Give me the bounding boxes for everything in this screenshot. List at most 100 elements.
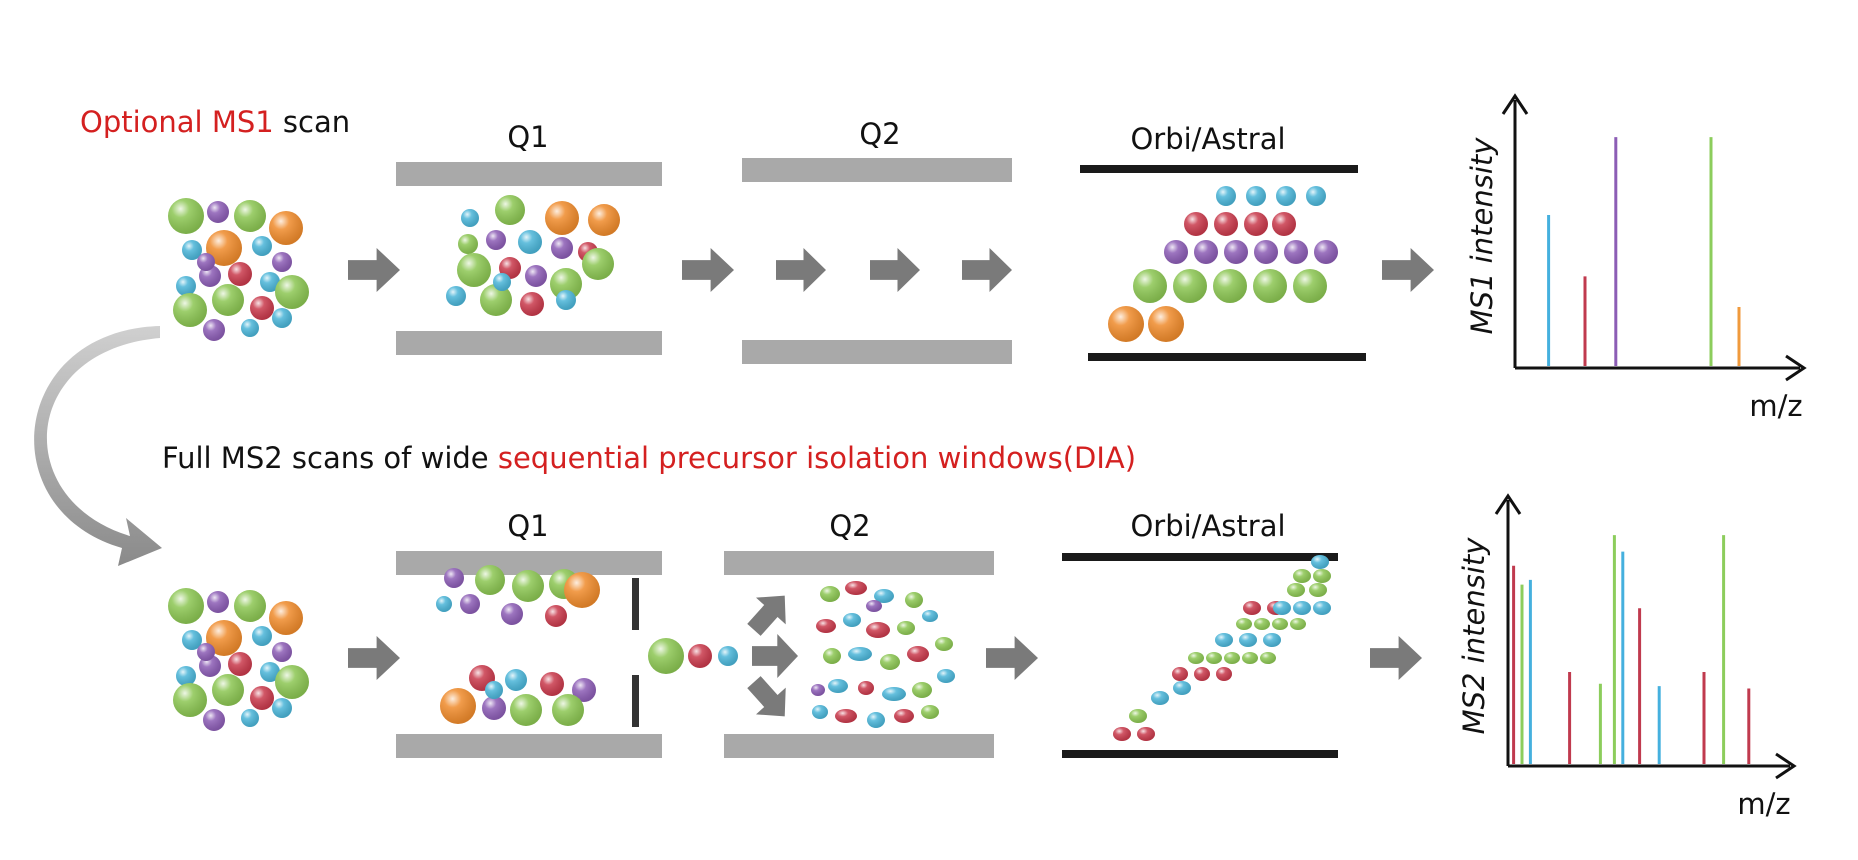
flow-arrow [682, 248, 734, 292]
ion-highlight [1309, 583, 1327, 597]
fragmentation-arrow [752, 634, 798, 678]
ion-highlight [1224, 652, 1240, 664]
ion-highlight [1129, 709, 1147, 723]
ms1-spectrum: MS1 intensity m/z [1465, 93, 1807, 423]
ion-highlight [173, 293, 207, 327]
ion-highlight [501, 603, 523, 625]
ion-highlight [1216, 667, 1232, 681]
ion-highlight [866, 600, 882, 612]
ion-highlight [1311, 555, 1329, 569]
ms2-caption-highlight: sequential precursor isolation windows(D… [498, 441, 1136, 475]
ms2-caption: Full MS2 scans of wide sequential precur… [162, 441, 1136, 475]
ion-highlight [835, 709, 857, 723]
ion-highlight [572, 678, 596, 702]
ion-highlight [1313, 601, 1331, 615]
top-q2-collision-cell [742, 158, 1012, 364]
bottom-analyzer-lower-line [1062, 750, 1338, 758]
ion-transfer-arrow [962, 248, 1012, 292]
top-q2-label: Q2 [859, 117, 900, 151]
ion-highlight [845, 581, 867, 595]
ion-highlight [828, 679, 848, 693]
ion-highlight [203, 709, 225, 731]
top-analyzer-lower-line [1088, 353, 1366, 361]
ion-highlight [905, 592, 923, 608]
ion-highlight [207, 201, 229, 223]
top-analyzer-upper-line [1080, 165, 1358, 173]
ion-highlight [260, 662, 280, 682]
bottom-q1-lower-gate [632, 675, 639, 727]
bottom-q1-lower-plate [396, 734, 662, 758]
ion-highlight [1314, 240, 1338, 264]
top-q2-lower-plate [742, 340, 1012, 364]
flow-arrow [1370, 636, 1422, 680]
ms2-spectrum: MS2 intensity m/z [1457, 493, 1797, 821]
ion-highlight [440, 688, 476, 724]
ion-highlight [197, 643, 215, 661]
ms2-x-axis-arrowhead [1775, 752, 1797, 780]
ion-highlight [252, 236, 272, 256]
ion-highlight [1272, 618, 1288, 630]
ion-highlight [1164, 240, 1188, 264]
ion-highlight [206, 230, 242, 266]
ion-highlight [234, 200, 266, 232]
bottom-q2-collision-cell [724, 551, 994, 758]
ion-highlight [182, 240, 202, 260]
ion-highlight [1239, 633, 1257, 647]
ion-highlight [173, 683, 207, 717]
ms2-caption-plain: Full MS2 scans of wide [162, 441, 498, 475]
ms1-caption: Optional MS1 scan [80, 105, 350, 139]
ion-highlight [1313, 569, 1331, 583]
ion-highlight [512, 570, 544, 602]
ion-highlight [1306, 186, 1326, 206]
ion-highlight [1194, 240, 1218, 264]
ms1-y-axis-label: MS1 intensity [1465, 137, 1499, 335]
ion-highlight [812, 705, 828, 719]
ion-highlight [1213, 269, 1247, 303]
ion-highlight [1254, 618, 1270, 630]
ion-highlight [1242, 652, 1258, 664]
ion-highlight [480, 284, 512, 316]
ion-highlight [552, 694, 584, 726]
ion-highlight [168, 198, 204, 234]
ion-highlight [1293, 601, 1311, 615]
ion-highlight [1206, 652, 1222, 664]
ion-highlight [482, 696, 506, 720]
ion-highlight [1260, 652, 1276, 664]
ion-highlight [1224, 240, 1248, 264]
ion-highlight [858, 681, 874, 695]
ion-highlight [1108, 306, 1144, 342]
ion-highlight [1173, 681, 1191, 695]
ion-highlight [843, 613, 861, 627]
top-q2-upper-plate [742, 158, 1012, 182]
ion-highlight [272, 308, 292, 328]
ion-highlight [1276, 186, 1296, 206]
ion-highlight [1273, 601, 1291, 615]
bottom-analyzer [1062, 553, 1338, 758]
ion-highlight [510, 694, 542, 726]
ion-highlight [882, 687, 906, 701]
ion-highlight [718, 646, 738, 666]
ion-highlight [1133, 269, 1167, 303]
ion-highlight [275, 665, 309, 699]
ion-highlight [688, 644, 712, 668]
ion-highlight [260, 272, 280, 292]
ion-highlight [1293, 269, 1327, 303]
ion-highlight [874, 589, 894, 603]
ion-highlight [234, 590, 266, 622]
top-analyzer [1080, 165, 1366, 361]
ion-highlight [1172, 667, 1188, 681]
ion-highlight [1287, 583, 1305, 597]
ion-highlight [545, 605, 567, 627]
ms2-y-axis-arrowhead [1494, 493, 1522, 515]
bottom-q2-upper-plate [724, 551, 994, 575]
bottom-q1-upper-gate [632, 578, 639, 630]
ms1-y-axis-arrowhead [1501, 93, 1529, 115]
ion-highlight [475, 565, 505, 595]
ion-highlight [1236, 618, 1252, 630]
top-q1-lower-plate [396, 331, 662, 355]
fragmentation-arrow [747, 595, 786, 636]
ion-highlight [272, 698, 292, 718]
ion-highlight [545, 201, 579, 235]
bottom-q2-label: Q2 [829, 509, 870, 543]
ion-highlight [1151, 691, 1169, 705]
